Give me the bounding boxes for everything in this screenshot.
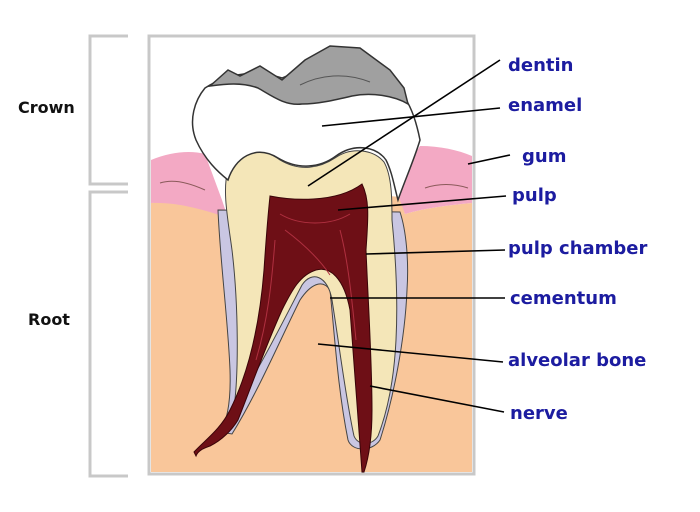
dentin-leader (307, 59, 501, 187)
enamel-leader (321, 107, 501, 127)
alveolar-bone-leader (317, 343, 504, 363)
cusp-highlight (299, 75, 371, 86)
leader-lines (307, 59, 511, 413)
nerve-leader (369, 385, 505, 413)
nerve-strands (255, 213, 357, 361)
dentin-label: dentin (508, 55, 574, 76)
pulp-label: pulp (512, 185, 557, 206)
gum-detail-left (159, 180, 206, 191)
nerve-label: nerve (510, 403, 568, 424)
enamel-label: enamel (508, 95, 583, 116)
gum (151, 146, 472, 218)
crown-label: Crown (18, 98, 75, 117)
enamel-cusps (207, 45, 410, 106)
crown-bracket (88, 34, 128, 186)
pulp-chamber-label: pulp chamber (508, 238, 648, 259)
pulp-chamber-leader (365, 249, 506, 255)
gum-detail-right (424, 184, 469, 189)
root-bracket (88, 190, 128, 478)
root-label: Root (28, 310, 70, 329)
alveolar-bone-label: alveolar bone (508, 350, 647, 371)
pulp-leader (337, 195, 507, 211)
gum-label: gum (522, 146, 567, 167)
cementum-label: cementum (510, 288, 617, 309)
pulp-tissue (193, 183, 373, 473)
gum-leader (467, 154, 511, 165)
